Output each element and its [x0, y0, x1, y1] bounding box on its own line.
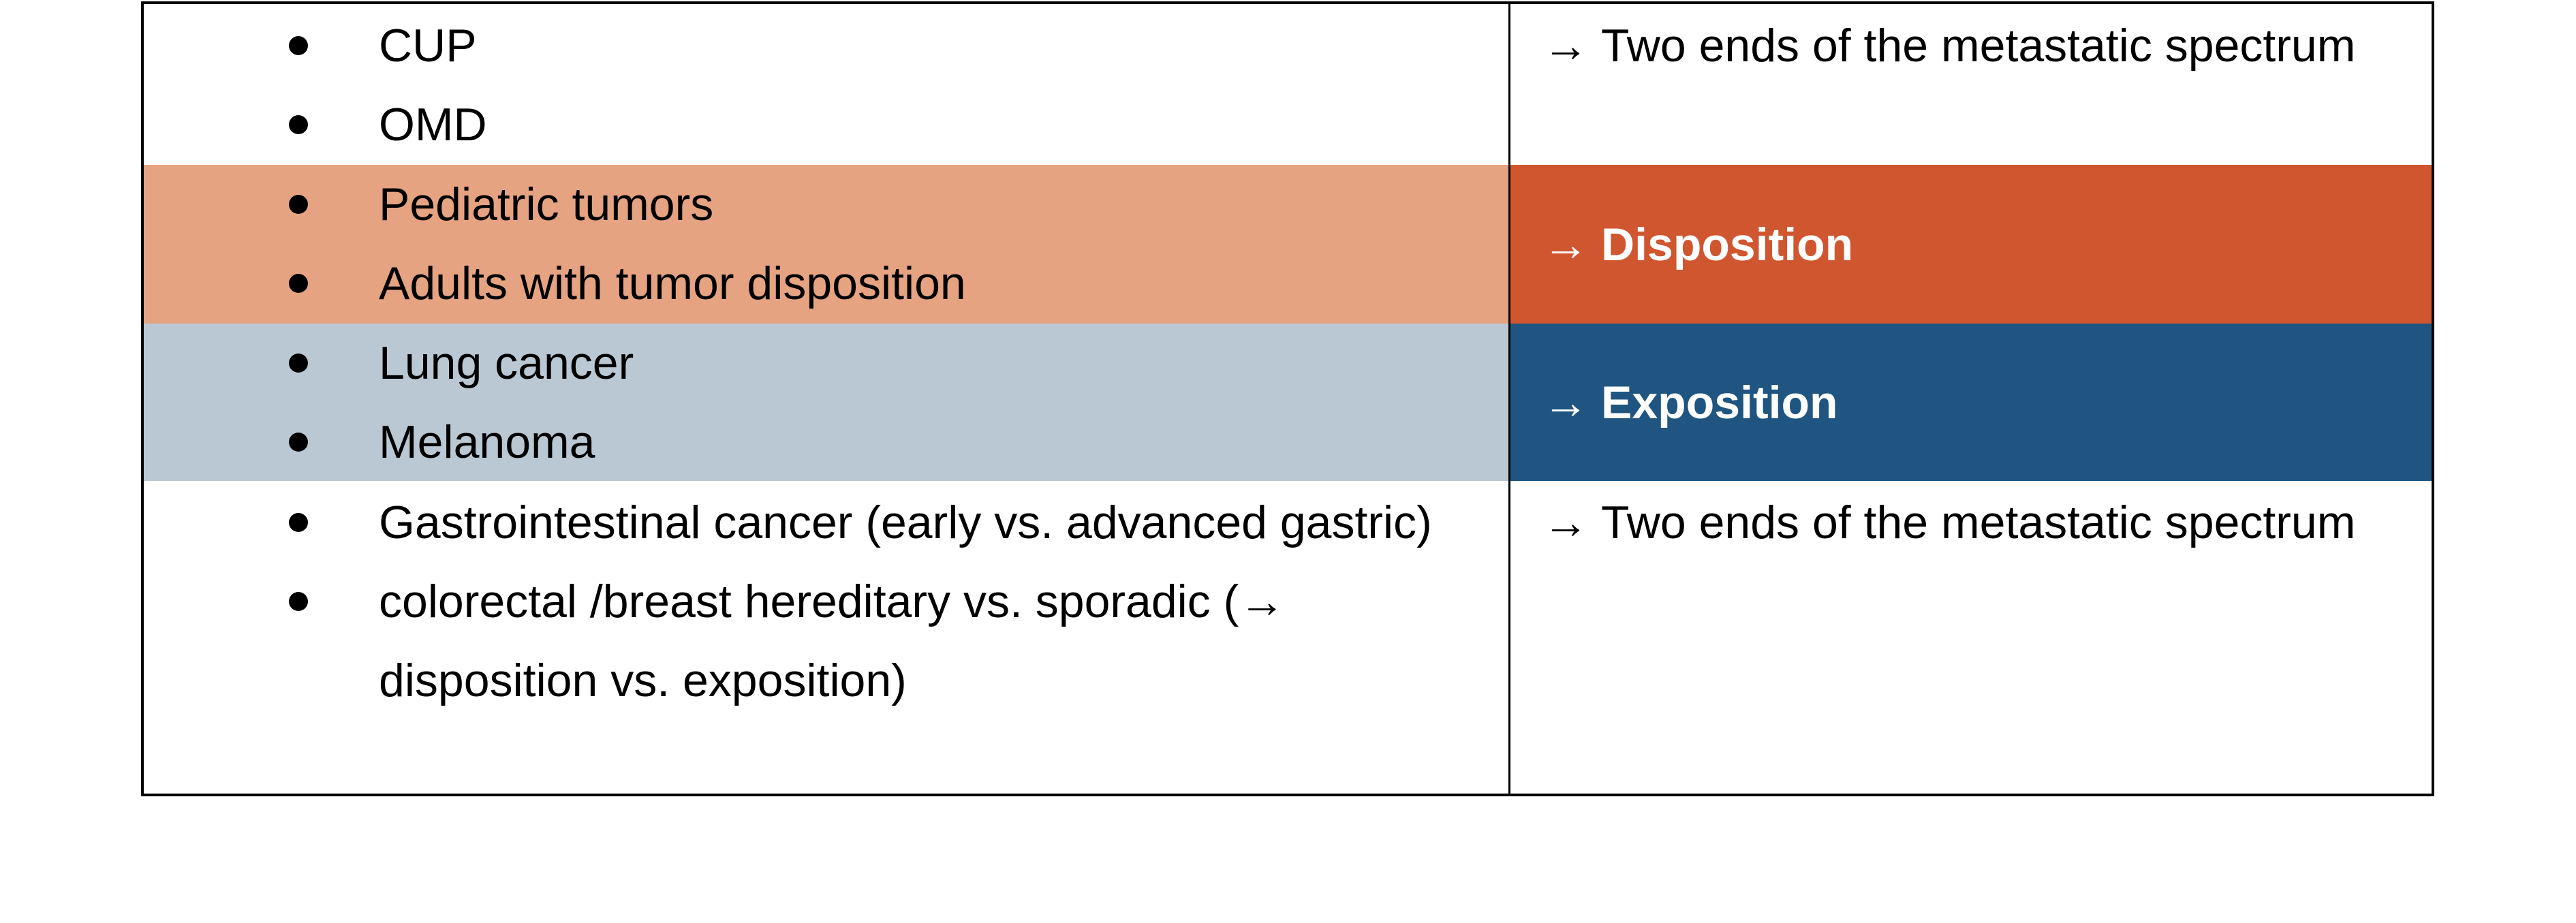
right-cell: →Two ends of the metastatic spectrum	[1510, 4, 2432, 165]
left-cell: Gastrointestinal cancer (early vs. advan…	[144, 481, 1510, 794]
bullet-list: CUP OMD	[289, 6, 1495, 164]
right-cell: →Two ends of the metastatic spectrum	[1510, 481, 2432, 794]
list-item: Melanoma	[289, 403, 1495, 482]
arrow-icon: →	[1542, 376, 1589, 428]
list-item: Lung cancer	[289, 324, 1495, 403]
list-item: CUP	[289, 6, 1495, 85]
table-row: Lung cancer Melanoma →Exposition	[144, 324, 2432, 481]
arrow-icon: →	[1542, 20, 1589, 72]
list-item: OMD	[289, 85, 1495, 164]
right-cell: →Disposition	[1510, 165, 2432, 324]
table-row: CUP OMD →Two ends of the metastatic spec…	[144, 4, 2432, 165]
left-cell: Pediatric tumors Adults with tumor dispo…	[144, 165, 1510, 324]
bullet-list: Gastrointestinal cancer (early vs. advan…	[289, 483, 1495, 720]
arrow-icon: →	[1542, 497, 1589, 548]
arrow-icon: →	[1542, 218, 1589, 270]
list-item: Gastrointestinal cancer (early vs. advan…	[289, 483, 1495, 562]
left-cell: CUP OMD	[144, 4, 1510, 165]
list-item: Pediatric tumors	[289, 165, 1495, 244]
result-text: Two ends of the metastatic spectrum	[1601, 497, 2356, 548]
result-text: Two ends of the metastatic spectrum	[1601, 20, 2356, 72]
list-item: colorectal /breast hereditary vs. sporad…	[289, 562, 1495, 720]
left-cell: Lung cancer Melanoma	[144, 324, 1510, 481]
bullet-list: Pediatric tumors Adults with tumor dispo…	[289, 165, 1495, 323]
bullet-list: Lung cancer Melanoma	[289, 324, 1495, 482]
list-item: Adults with tumor disposition	[289, 244, 1495, 323]
table-row: Gastrointestinal cancer (early vs. advan…	[144, 481, 2432, 794]
table-row: Pediatric tumors Adults with tumor dispo…	[144, 165, 2432, 324]
comparison-table: CUP OMD →Two ends of the metastatic spec…	[141, 1, 2434, 796]
result-text: Exposition	[1601, 376, 1838, 428]
right-cell: →Exposition	[1510, 324, 2432, 481]
result-text: Disposition	[1601, 218, 1854, 270]
